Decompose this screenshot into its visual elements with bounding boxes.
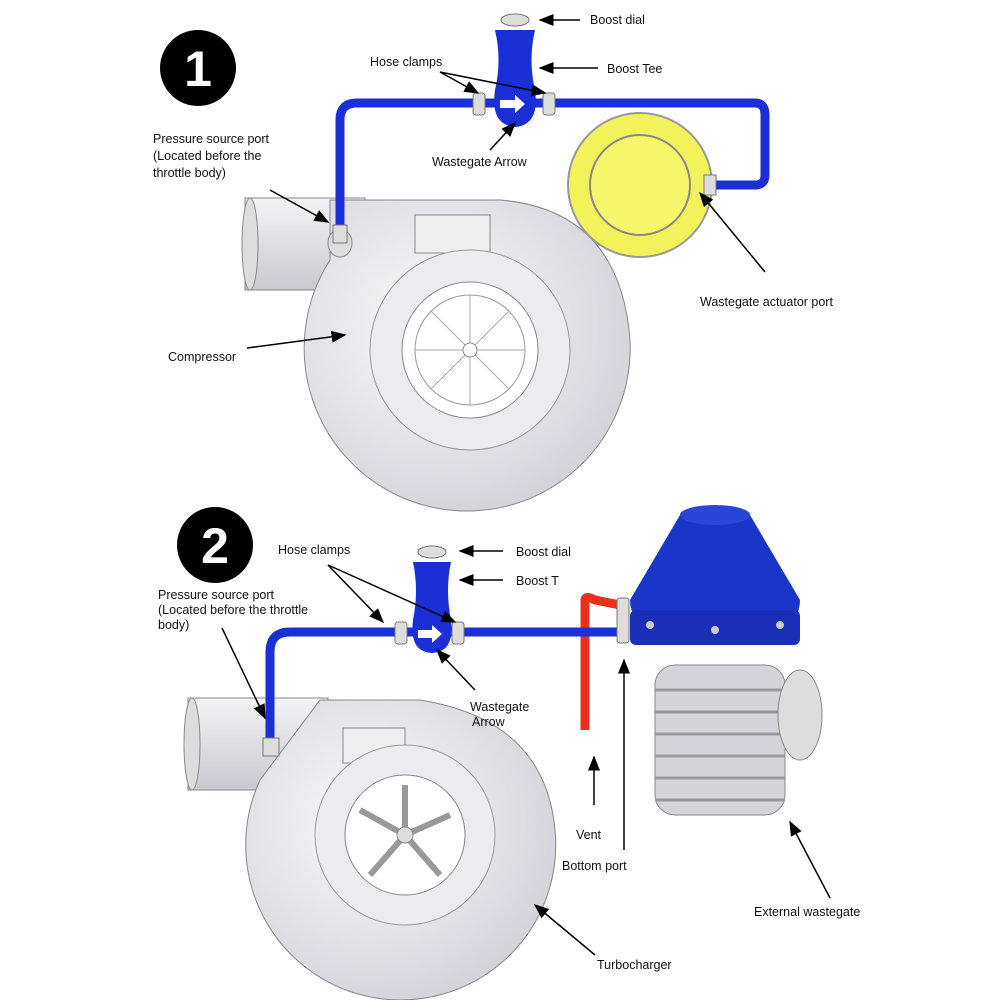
badge-2-number: 2 [201, 518, 229, 574]
label-wastegate-arrow-1: Wastegate Arrow [432, 155, 528, 169]
hose-2 [265, 627, 625, 745]
label-pressure-source-1: Pressure source port [153, 132, 270, 146]
label-vent: Vent [576, 828, 602, 842]
boost-tee-1 [494, 13, 536, 127]
pressure-port-fitting-2 [262, 737, 280, 757]
diagram-1: 1 [153, 13, 833, 512]
label-bottom-port: Bottom port [562, 859, 627, 873]
hose-clamp-1a [472, 92, 486, 116]
actuator-port-fitting-1 [703, 174, 717, 196]
label-pressure-source-1-line2: (Located before the [153, 149, 261, 163]
label-boost-dial-1: Boost dial [590, 13, 645, 27]
boost-t-2 [412, 545, 452, 653]
label-pressure-source-2: Pressure source port [158, 588, 275, 602]
label-boost-t-2: Boost T [516, 574, 559, 588]
label-pressure-source-2-line2: (Located before the throttle [158, 603, 308, 617]
label-turbocharger: Turbocharger [597, 958, 672, 972]
diagram-2: 2 [158, 505, 860, 1000]
label-wastegate-arrow-2: Wastegate [470, 700, 529, 714]
label-compressor: Compressor [168, 350, 236, 364]
label-hose-clamps-1: Hose clamps [370, 55, 442, 69]
bottom-port-fitting [616, 597, 630, 644]
hose-clamp-2b [451, 621, 465, 645]
badge-1-number: 1 [184, 41, 212, 97]
badge-2 [177, 507, 253, 583]
badge-1 [160, 30, 236, 106]
label-pressure-source-1-line3: throttle body) [153, 166, 226, 180]
label-wastegate-arrow-2-line2: Arrow [472, 715, 506, 729]
hose-1 [335, 98, 770, 232]
external-wastegate [630, 505, 823, 816]
label-actuator-port-1: Wastegate actuator port [700, 295, 833, 309]
pressure-port-fitting-1 [332, 224, 348, 244]
label-external-wastegate: External wastegate [754, 905, 860, 919]
label-boost-tee-1: Boost Tee [607, 62, 662, 76]
label-boost-dial-2: Boost dial [516, 545, 571, 559]
hose-clamp-2a [394, 621, 408, 645]
label-pressure-source-2-line3: body) [158, 618, 189, 632]
label-hose-clamps-2: Hose clamps [278, 543, 350, 557]
hose-clamp-1b [542, 92, 556, 116]
wastegate-actuator-1 [567, 112, 713, 258]
turbocharger-2 [183, 697, 557, 1000]
compressor-1 [241, 197, 631, 512]
vent-pipe [580, 593, 621, 730]
